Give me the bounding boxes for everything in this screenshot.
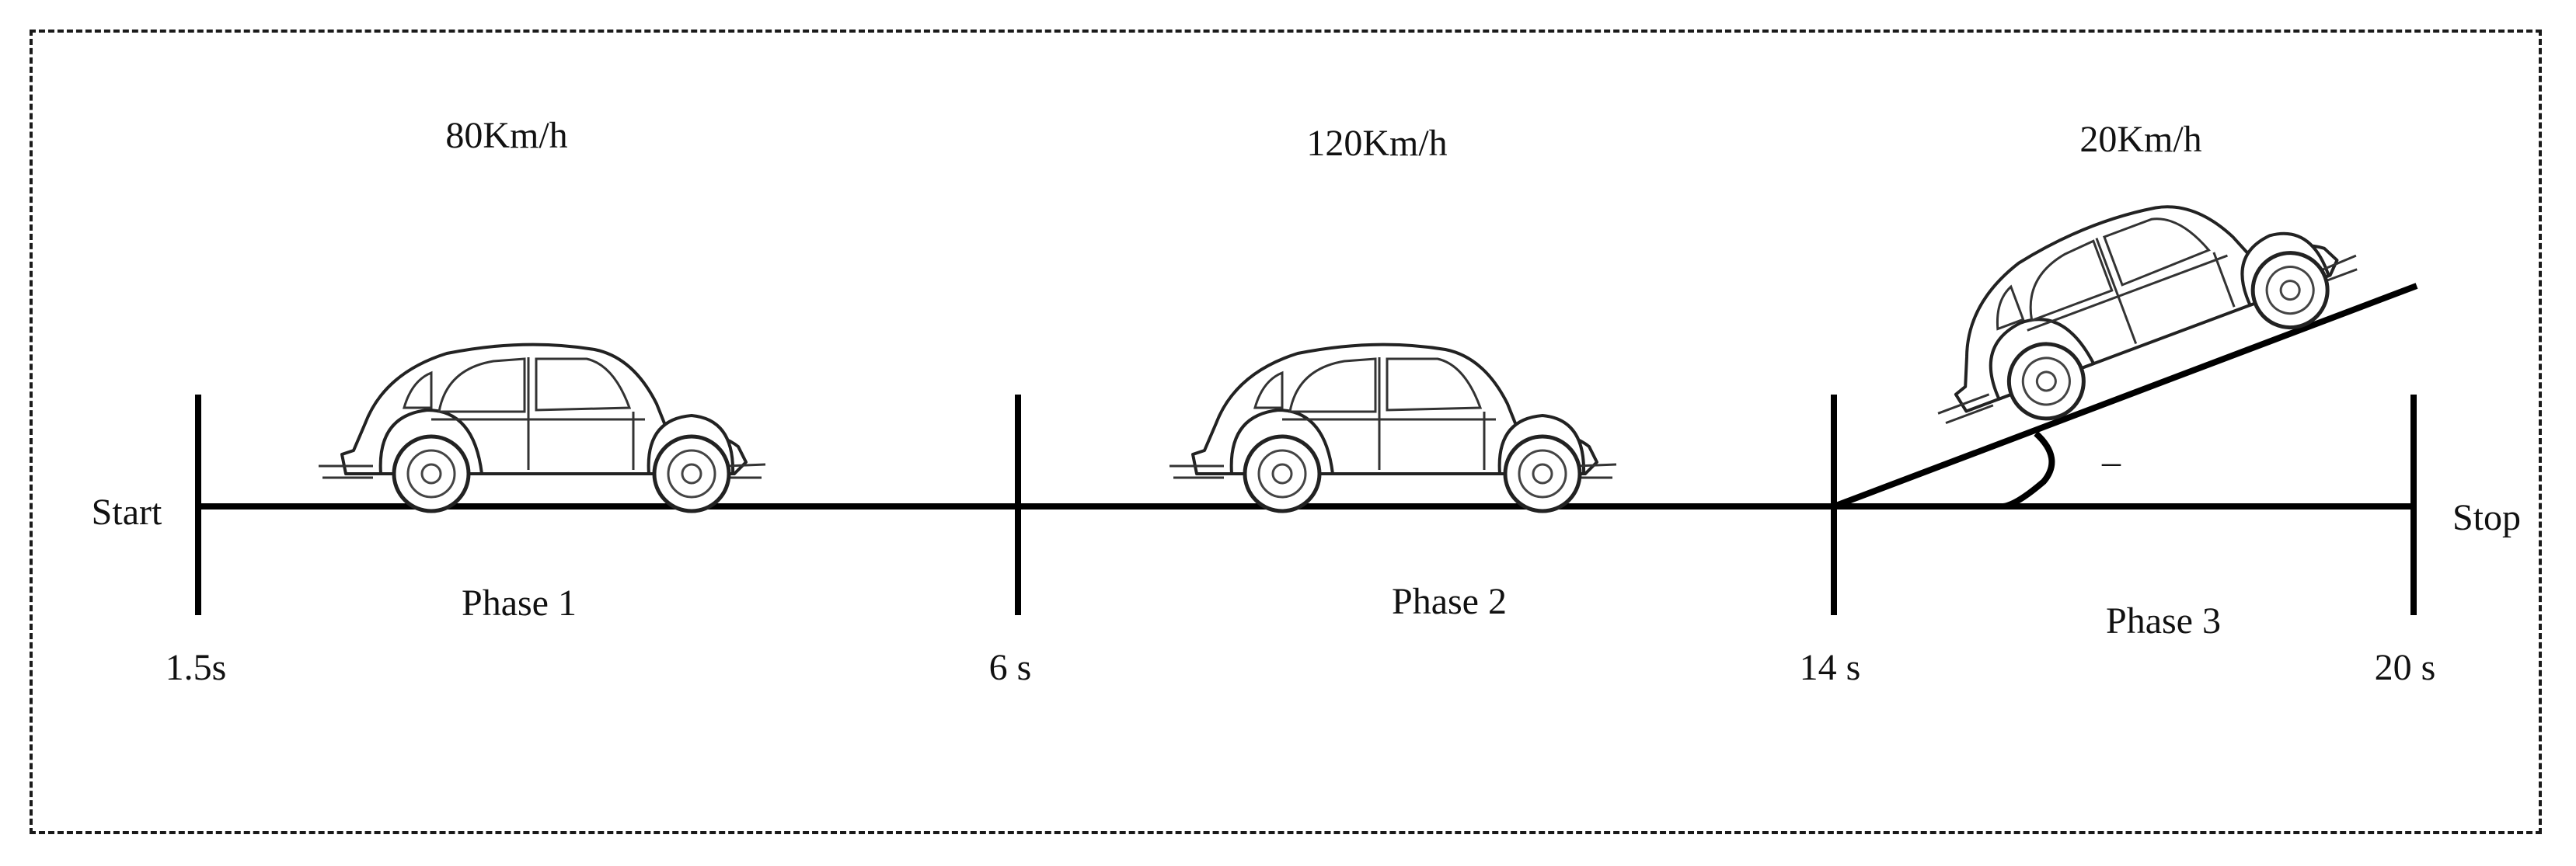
ramp-support-curve [2003, 431, 2055, 510]
phase-label-1: Phase 1 [462, 583, 577, 624]
dash-mark: – [2101, 441, 2121, 482]
incline-ramp [1832, 283, 2418, 510]
phase-label-3: Phase 3 [2106, 600, 2221, 642]
time-label-start: 1.5s [166, 647, 227, 688]
speed-label-phase-2: 120Km/h [1306, 123, 1447, 164]
start-label: Start [92, 492, 162, 533]
car-phase-2 [1169, 345, 1616, 511]
speed-label-phase-1: 80Km/h [445, 115, 567, 156]
time-label-1: 6 s [989, 647, 1032, 688]
stop-label: Stop [2452, 497, 2521, 538]
diagram-frame [30, 30, 2542, 834]
car-phase-1 [319, 345, 765, 511]
car-phase-3-incline [1895, 143, 2372, 455]
speed-label-phase-3: 20Km/h [2079, 119, 2201, 160]
time-label-2: 14 s [1800, 647, 1861, 688]
phase-label-2: Phase 2 [1392, 581, 1507, 622]
time-label-end: 20 s [2375, 647, 2436, 688]
